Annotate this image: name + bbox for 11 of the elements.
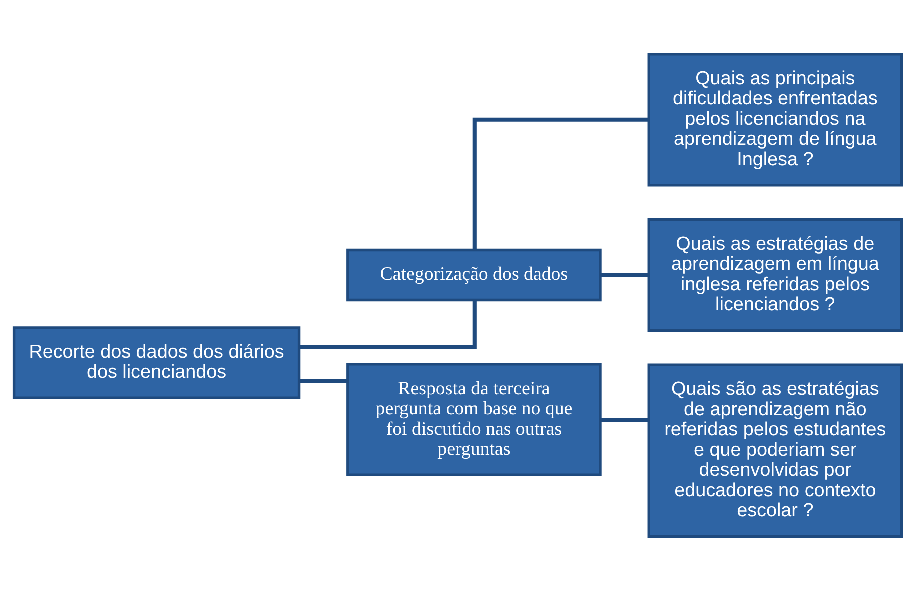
connector xyxy=(600,272,649,277)
connector xyxy=(472,117,649,250)
node-box: Recorte dos dados dos diários dos licenciandos xyxy=(12,326,301,399)
connector xyxy=(600,418,649,422)
node-box: Quais são as estratégias de aprendizagem não referidas pelos estudantes e que poderiam ser desenvolvidas por educadores no contexto escolar ? xyxy=(648,363,904,538)
node-box: Resposta da terceira pergunta com base no que foi discutido nas outras perguntas xyxy=(346,362,602,476)
node-box: Categorização dos dados xyxy=(346,248,602,302)
node-box: Quais as principais dificuldades enfrentadas pelos licenciandos na aprendizagem de língua Inglesa ? xyxy=(648,52,904,186)
connector xyxy=(300,378,348,383)
connector xyxy=(300,300,477,350)
node-box: Quais as estratégias de aprendizagem em língua inglesa referidas pelos licenciandos ? xyxy=(648,218,904,332)
